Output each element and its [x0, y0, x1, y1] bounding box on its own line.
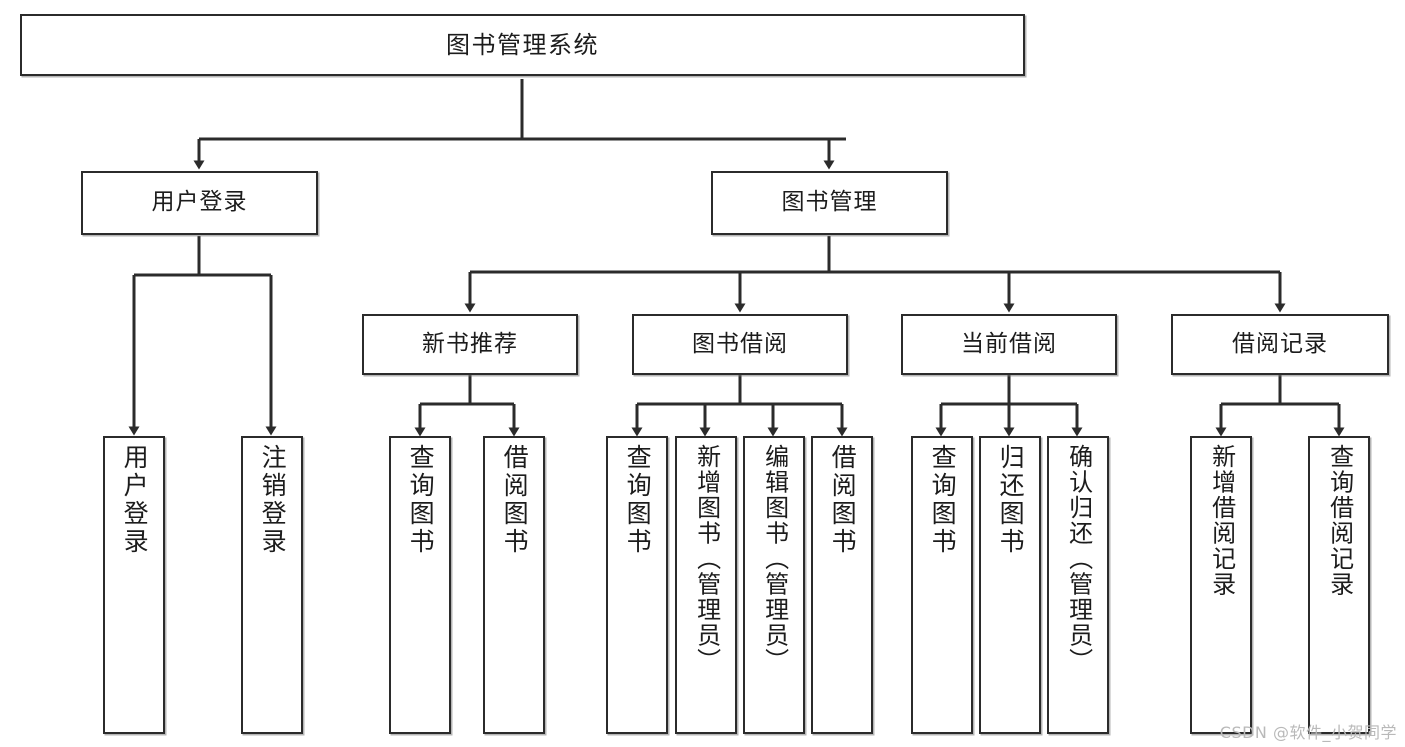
node-label: 确认归还（管理员） — [1064, 444, 1093, 674]
node-label: 归还图书 — [996, 444, 1026, 556]
node-leaf-return-book[interactable]: 归还图书 — [979, 436, 1041, 734]
node-leaf-add-record[interactable]: 新增借阅记录 — [1190, 436, 1252, 734]
node-borrow-record[interactable]: 借阅记录 — [1171, 314, 1389, 375]
node-leaf-user-logout[interactable]: 注销登录 — [241, 436, 303, 734]
node-leaf-borrow-book-1[interactable]: 借阅图书 — [483, 436, 545, 734]
node-label: 图书借阅 — [692, 330, 788, 357]
node-label: 当前借阅 — [961, 330, 1057, 357]
node-label: 查询借阅记录 — [1325, 444, 1354, 597]
node-leaf-add-book[interactable]: 新增图书（管理员） — [675, 436, 737, 734]
node-label: 查询图书 — [406, 444, 436, 556]
node-label: 用户登录 — [151, 189, 248, 216]
node-label: 新增借阅记录 — [1207, 444, 1236, 597]
node-leaf-query-book-3[interactable]: 查询图书 — [911, 436, 973, 734]
node-leaf-edit-book[interactable]: 编辑图书（管理员） — [743, 436, 805, 734]
node-leaf-query-record[interactable]: 查询借阅记录 — [1308, 436, 1370, 734]
node-label: 借阅图书 — [828, 444, 858, 556]
node-current-borrow[interactable]: 当前借阅 — [901, 314, 1117, 375]
node-label: 图书管理系统 — [446, 30, 599, 59]
node-label: 注销登录 — [258, 444, 288, 556]
node-leaf-confirm-return[interactable]: 确认归还（管理员） — [1047, 436, 1109, 734]
node-label: 查询图书 — [623, 444, 653, 556]
node-label: 新增图书（管理员） — [692, 444, 721, 674]
node-label: 借阅图书 — [500, 444, 530, 556]
node-book-manage[interactable]: 图书管理 — [711, 171, 948, 235]
node-label: 用户登录 — [120, 444, 150, 556]
node-leaf-query-book-1[interactable]: 查询图书 — [389, 436, 451, 734]
csdn-watermark: CSDN @软件_小贺同学 — [1219, 723, 1397, 742]
node-new-book-recommend[interactable]: 新书推荐 — [362, 314, 578, 375]
node-leaf-borrow-book-2[interactable]: 借阅图书 — [811, 436, 873, 734]
node-label: 查询图书 — [928, 444, 958, 556]
node-root-system[interactable]: 图书管理系统 — [20, 14, 1025, 76]
node-book-borrow[interactable]: 图书借阅 — [632, 314, 848, 375]
node-label: 新书推荐 — [422, 330, 518, 357]
node-leaf-query-book-2[interactable]: 查询图书 — [606, 436, 668, 734]
node-user-login[interactable]: 用户登录 — [81, 171, 318, 235]
node-label: 借阅记录 — [1232, 330, 1328, 357]
node-leaf-user-login[interactable]: 用户登录 — [103, 436, 165, 734]
node-label: 编辑图书（管理员） — [760, 444, 789, 674]
node-label: 图书管理 — [781, 189, 878, 216]
